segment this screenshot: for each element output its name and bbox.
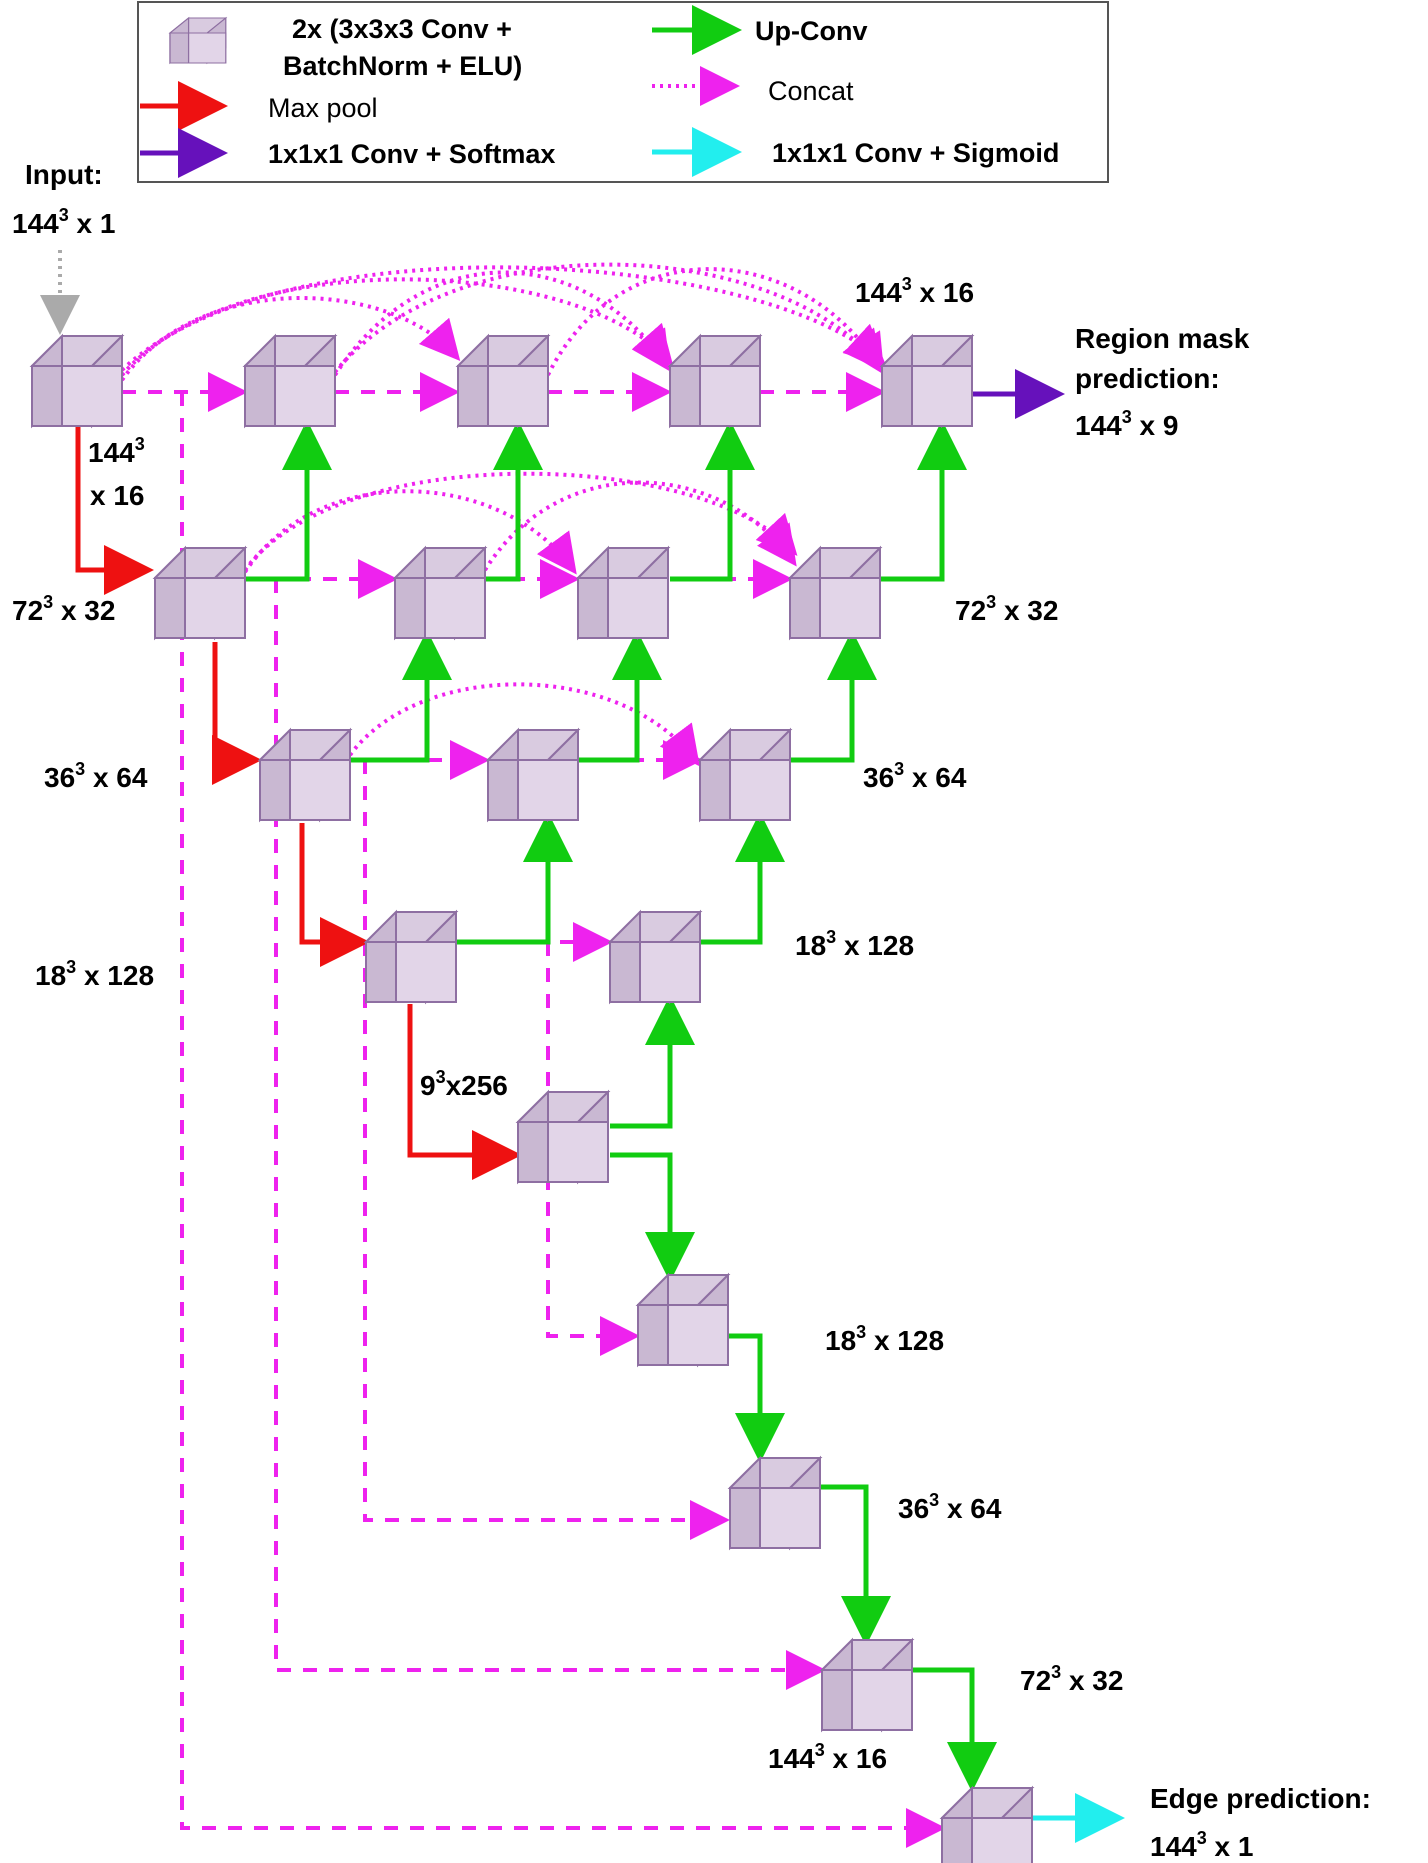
upconv-r2-2	[485, 420, 543, 582]
arc-1	[120, 296, 461, 382]
arc-8	[243, 471, 798, 572]
arc-10	[348, 682, 700, 767]
label-row4-right: 183 x 128	[795, 927, 914, 961]
block-enc-4	[365, 911, 457, 1003]
block-enc-3	[259, 729, 351, 821]
upconv-r2-3	[670, 420, 755, 582]
block-r1-2	[244, 335, 336, 427]
block-r4-2	[609, 911, 701, 1003]
region-output-line1: Region mask	[1075, 323, 1250, 354]
region-output-line2: prediction:	[1075, 363, 1220, 394]
legend-box	[137, 1, 1109, 183]
input-shape: 1443 x 1	[12, 205, 115, 239]
arc-7	[243, 489, 577, 575]
legend-sigmoid-label: 1x1x1 Conv + Sigmoid	[772, 138, 1059, 168]
block-r2-4	[789, 547, 881, 639]
skip-edge-18	[546, 942, 640, 1356]
label-edge-36: 363 x 64	[898, 1490, 1002, 1524]
label-first-block-2: x 16	[90, 480, 145, 511]
maxpool-4	[407, 1004, 522, 1180]
upconv-r3-2	[578, 630, 662, 763]
legend-block-line2: BatchNorm + ELU)	[283, 51, 522, 81]
maxpool-3	[299, 823, 370, 967]
legend-block-line1: 2x (3x3x3 Conv +	[292, 14, 512, 44]
label-row4-left: 183 x 128	[35, 957, 154, 991]
label-bottleneck: 93x256	[420, 1067, 508, 1101]
dense-concat-arcs	[120, 262, 886, 767]
block-edge-18	[637, 1274, 729, 1366]
label-edge-144: 1443 x 16	[768, 1740, 887, 1774]
block-enc-1	[31, 335, 123, 427]
maxpool-1	[75, 426, 154, 595]
label-row2-right: 723 x 32	[955, 592, 1058, 626]
arc-4	[333, 270, 671, 377]
upconv-r3-3	[790, 630, 877, 763]
label-row3-right: 363 x 64	[863, 759, 967, 793]
upconv-edge-1	[610, 1152, 695, 1282]
upconv-r2-1	[245, 420, 332, 582]
upconv-r5-1	[610, 995, 695, 1129]
input-title: Input:	[25, 159, 103, 190]
legend-softmax-label: 1x1x1 Conv + Softmax	[268, 139, 555, 169]
block-edge-72	[821, 1639, 913, 1731]
legend-maxpool-label: Max pool	[268, 93, 378, 123]
upconv-edge-4	[912, 1667, 997, 1792]
upconv-r4-1	[456, 812, 573, 945]
maxpool-2	[212, 642, 262, 785]
maxpool-arrows	[75, 426, 522, 1180]
skip-edge-144	[180, 392, 946, 1848]
edge-output-line1: Edge prediction:	[1150, 1783, 1371, 1814]
block-r2-2	[394, 547, 486, 639]
block-r3-3	[699, 729, 791, 821]
upconv-r2-4	[880, 420, 967, 582]
upconv-r4-2	[700, 812, 785, 945]
arc-9	[483, 480, 797, 572]
label-edge-72: 723 x 32	[1020, 1662, 1123, 1696]
upconv-edge-2	[728, 1333, 785, 1463]
upconv-edge-3	[820, 1484, 891, 1646]
block-enc-2	[154, 547, 246, 639]
label-edge-18: 183 x 128	[825, 1322, 944, 1356]
arc-3	[120, 265, 886, 372]
label-row2-left: 723 x 32	[12, 592, 115, 626]
upconv-arrows	[245, 420, 997, 1792]
block-r3-2	[487, 729, 579, 821]
upconv-r3-1	[350, 630, 452, 763]
edge-output-shape: 1443 x 1	[1150, 1828, 1253, 1862]
region-output-shape: 1443 x 9	[1075, 407, 1178, 441]
label-row3-left: 363 x 64	[44, 759, 148, 793]
arc-2	[120, 277, 674, 377]
legend-upconv-label: Up-Conv	[755, 16, 867, 46]
block-r1-5	[881, 335, 973, 427]
label-top-right: 1443 x 16	[855, 274, 974, 308]
block-r2-3	[577, 547, 669, 639]
block-edge-36	[729, 1457, 821, 1549]
legend-concat-label: Concat	[768, 76, 854, 106]
output-labels: Region mask prediction: 1443 x 9 Edge pr…	[1075, 323, 1371, 1862]
block-r1-4	[669, 335, 761, 427]
label-first-block: 1443	[88, 434, 145, 468]
block-r1-3	[457, 335, 549, 427]
block-edge-144	[941, 1787, 1033, 1863]
block-bottleneck	[517, 1091, 609, 1183]
shape-labels: 1443 x 16 1443 x 16 723 x 32 723 x 32 36…	[12, 274, 1123, 1774]
skip-edge-36	[363, 760, 730, 1540]
legend: 2x (3x3x3 Conv + BatchNorm + ELU) Max po…	[137, 1, 1109, 183]
